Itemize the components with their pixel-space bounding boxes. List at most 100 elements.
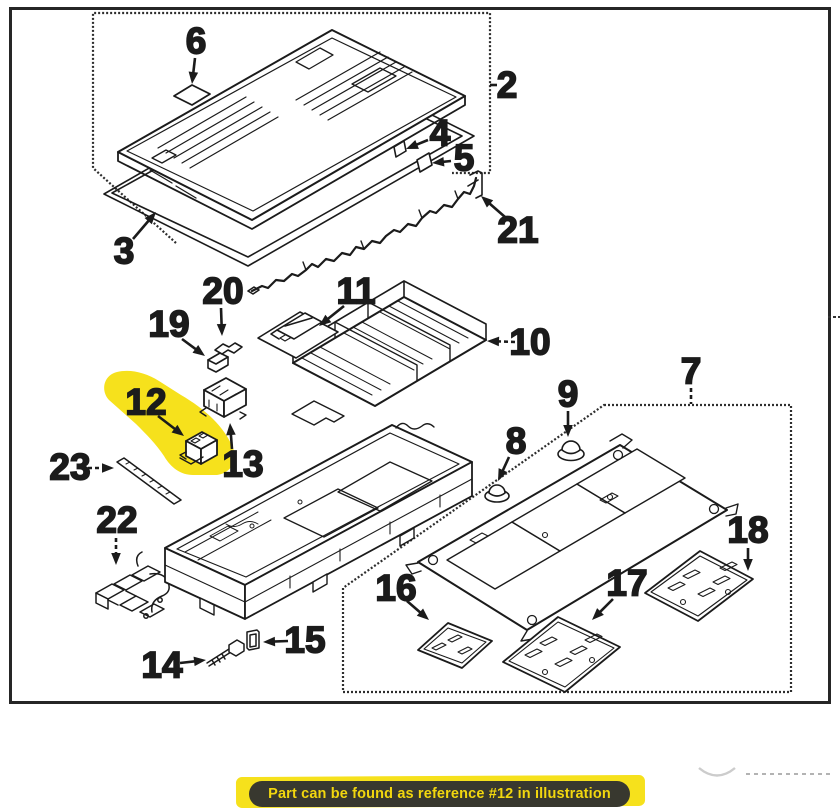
tooltip-text: Part can be found as reference #12 in il…: [268, 786, 611, 802]
ref-4: 4: [406, 112, 452, 155]
ref-12-leader: [157, 414, 177, 431]
ref-14-arrowhead: [193, 656, 206, 667]
ref-label-7[interactable]: 7: [680, 350, 702, 393]
part-23-strip: [116, 457, 182, 505]
ref-3-leader: [132, 218, 151, 240]
part-16-pad: [417, 622, 493, 669]
ref-11: 11: [319, 270, 377, 326]
ref-22-arrowhead: [111, 553, 121, 565]
part-19-clip: [207, 352, 229, 373]
part-10-tray: [257, 280, 487, 407]
group-box-7: [341, 403, 793, 694]
ref-13: 13: [222, 423, 265, 486]
part-15-plate: [246, 629, 260, 651]
ref-20-leader: [219, 307, 223, 327]
ref-19-leader: [181, 337, 198, 352]
ref-14-leader: [179, 659, 197, 665]
part-5-flap: [416, 152, 433, 173]
ref-16: 16: [375, 567, 429, 620]
ref-label-19[interactable]: 19: [148, 303, 191, 346]
ref-9-arrowhead: [563, 425, 573, 437]
ref-label-15[interactable]: 15: [284, 619, 327, 662]
part-reference-tooltip: Part can be found as reference #12 in il…: [249, 781, 630, 807]
ref-label-20[interactable]: 20: [202, 270, 245, 313]
small-bracket: [291, 400, 345, 426]
ref-17-arrowhead: [592, 608, 604, 620]
battery-stack: [164, 422, 473, 620]
ref-19: 19: [148, 303, 205, 356]
ref-14: 14: [141, 644, 206, 687]
part-7-frame: [405, 433, 739, 642]
ref-13-arrowhead: [226, 423, 236, 436]
ref-label-4[interactable]: 4: [429, 112, 452, 155]
ref-13-leader: [229, 432, 234, 450]
ref-3: 3: [113, 212, 156, 273]
part-18-pad: [644, 550, 754, 622]
ref-12-arrowhead: [171, 424, 184, 436]
ref-label-18[interactable]: 18: [727, 509, 770, 552]
ref-20-arrowhead: [216, 323, 227, 336]
ref-8: 8: [498, 420, 527, 481]
ref-label-10[interactable]: 10: [509, 321, 552, 364]
ref-10-leader: [496, 340, 516, 344]
part-12-sensor: [179, 431, 218, 465]
ref-3-arrowhead: [144, 212, 156, 225]
ref-11-leader: [325, 304, 345, 321]
ref-6-leader: [191, 57, 197, 75]
part-9-grommet: [557, 440, 585, 462]
ref-label-14[interactable]: 14: [141, 644, 184, 687]
ref-11-arrowhead: [319, 314, 332, 326]
ref-8-leader: [500, 456, 511, 473]
ref-label-9[interactable]: 9: [557, 373, 579, 416]
ref-5-arrowhead: [432, 156, 445, 167]
ref-label-6[interactable]: 6: [185, 20, 207, 63]
ref-6-arrowhead: [188, 71, 199, 84]
watermark: [698, 767, 830, 777]
ref-9: 9: [557, 373, 579, 437]
ref-23: 23: [49, 446, 114, 489]
ref-label-21[interactable]: 21: [497, 209, 540, 252]
part-8-grommet: [484, 484, 510, 503]
ref-label-11[interactable]: 11: [336, 270, 377, 313]
ref-21-arrowhead: [481, 196, 494, 208]
ref-23-arrowhead: [102, 463, 114, 473]
part-21-harness: [247, 170, 483, 295]
ref-10: 10: [487, 321, 552, 364]
part-20-clip: [214, 342, 243, 355]
figure-border: [9, 7, 831, 704]
ref-4-arrowhead: [406, 140, 419, 149]
part-22-junction: [95, 551, 170, 619]
part-17-pad: [502, 616, 621, 693]
ref-2: 2: [490, 64, 518, 107]
ref-18-arrowhead: [743, 559, 753, 571]
ref-20: 20: [202, 270, 245, 336]
ref-17: 17: [592, 562, 649, 620]
ref-label-17[interactable]: 17: [606, 562, 649, 605]
ref-16-arrowhead: [416, 608, 429, 620]
ref-label-12[interactable]: 12: [125, 381, 168, 424]
ref-16-leader: [406, 600, 423, 615]
ref-label-2[interactable]: 2: [496, 64, 518, 107]
ref-22: 22: [96, 499, 139, 565]
ref-label-13[interactable]: 13: [222, 443, 265, 486]
ref-label-22[interactable]: 22: [96, 499, 139, 542]
ref-4-leader: [414, 138, 429, 147]
ref-15-arrowhead: [263, 636, 276, 647]
ref-21-leader: [487, 201, 506, 218]
ref-7: 7: [680, 350, 702, 404]
ref-label-23[interactable]: 23: [49, 446, 92, 489]
group-box-2: [91, 11, 492, 244]
ref-label-5[interactable]: 5: [453, 137, 475, 180]
part-6-pad: [173, 84, 211, 106]
ref-6: 6: [185, 20, 207, 84]
ref-label-16[interactable]: 16: [375, 567, 418, 610]
ref-18: 18: [727, 509, 770, 571]
ref-label-3[interactable]: 3: [113, 230, 135, 273]
watermark-arc: [698, 767, 736, 777]
ref-19-arrowhead: [192, 345, 205, 356]
ref-21: 21: [481, 196, 539, 251]
ref-label-8[interactable]: 8: [505, 420, 527, 463]
part-14-bolt: [206, 639, 245, 667]
